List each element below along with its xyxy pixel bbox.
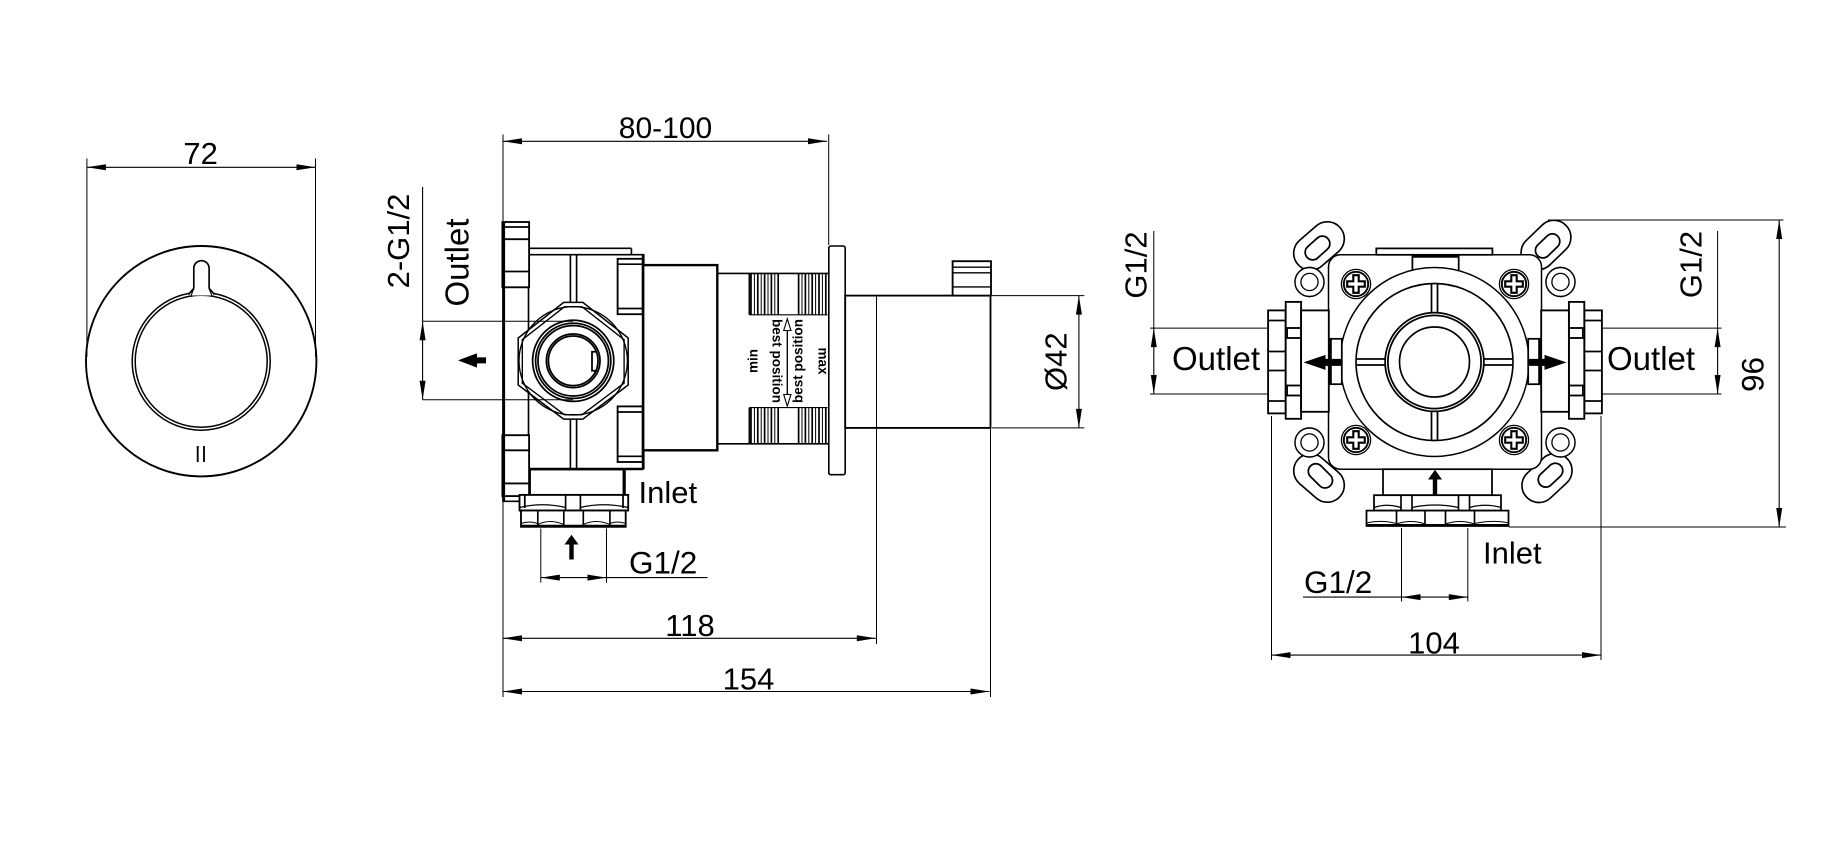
svg-text:Inlet: Inlet — [639, 475, 698, 510]
svg-text:104: 104 — [1408, 626, 1460, 661]
svg-text:G1/2: G1/2 — [1304, 564, 1372, 600]
svg-text:min: min — [746, 349, 761, 373]
svg-text:Inlet: Inlet — [1483, 536, 1542, 571]
svg-text:80-100: 80-100 — [619, 112, 712, 145]
svg-text:96: 96 — [1735, 357, 1771, 392]
svg-text:G1/2: G1/2 — [1119, 231, 1154, 298]
svg-text:Outlet: Outlet — [439, 218, 476, 306]
svg-text:G1/2: G1/2 — [1674, 231, 1709, 298]
svg-text:max: max — [816, 347, 831, 375]
svg-text:118: 118 — [665, 608, 714, 643]
svg-text:154: 154 — [723, 662, 775, 697]
svg-text:G1/2: G1/2 — [629, 544, 697, 580]
svg-text:Ø42: Ø42 — [1039, 332, 1074, 391]
svg-text:2-G1/2: 2-G1/2 — [381, 194, 416, 289]
svg-text:72: 72 — [183, 136, 217, 171]
svg-text:best position: best position — [791, 319, 806, 403]
svg-text:best position: best position — [770, 319, 785, 403]
svg-text:Outlet: Outlet — [1607, 340, 1695, 377]
svg-text:Outlet: Outlet — [1172, 340, 1260, 377]
